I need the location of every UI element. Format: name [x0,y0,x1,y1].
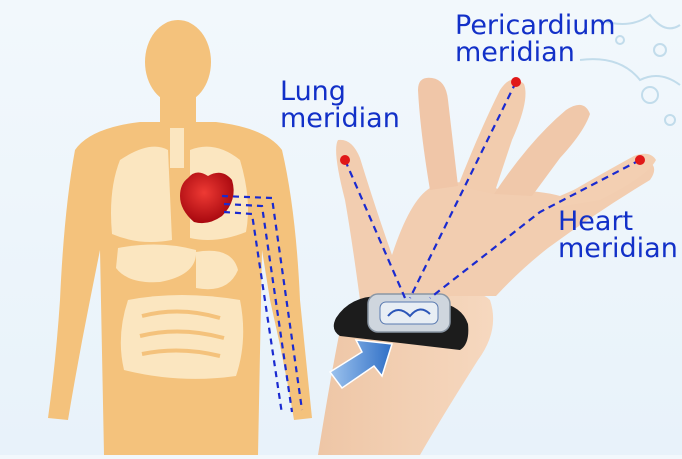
lung-acupoint [340,155,350,165]
pericardium-meridian-label: Pericardium meridian [455,12,616,66]
heart-meridian-label: Heart meridian [558,208,678,262]
intestines [121,295,243,379]
lung-meridian-label: Lung meridian [280,78,400,132]
pericardium-label-line-1: Pericardium [455,12,616,39]
pericardium-label-line-2: meridian [455,39,616,66]
heart-label-line-1: Heart [558,208,678,235]
trachea [170,128,184,168]
index-finger [418,78,458,190]
lung-label-line-2: meridian [280,105,400,132]
left-lung [111,147,172,242]
heart-label-line-2: meridian [558,235,678,262]
heart-acupoint [635,155,645,165]
pericardium-acupoint [511,77,521,87]
human-body [48,20,312,455]
lung-label-line-1: Lung [280,78,400,105]
hand [318,78,656,455]
